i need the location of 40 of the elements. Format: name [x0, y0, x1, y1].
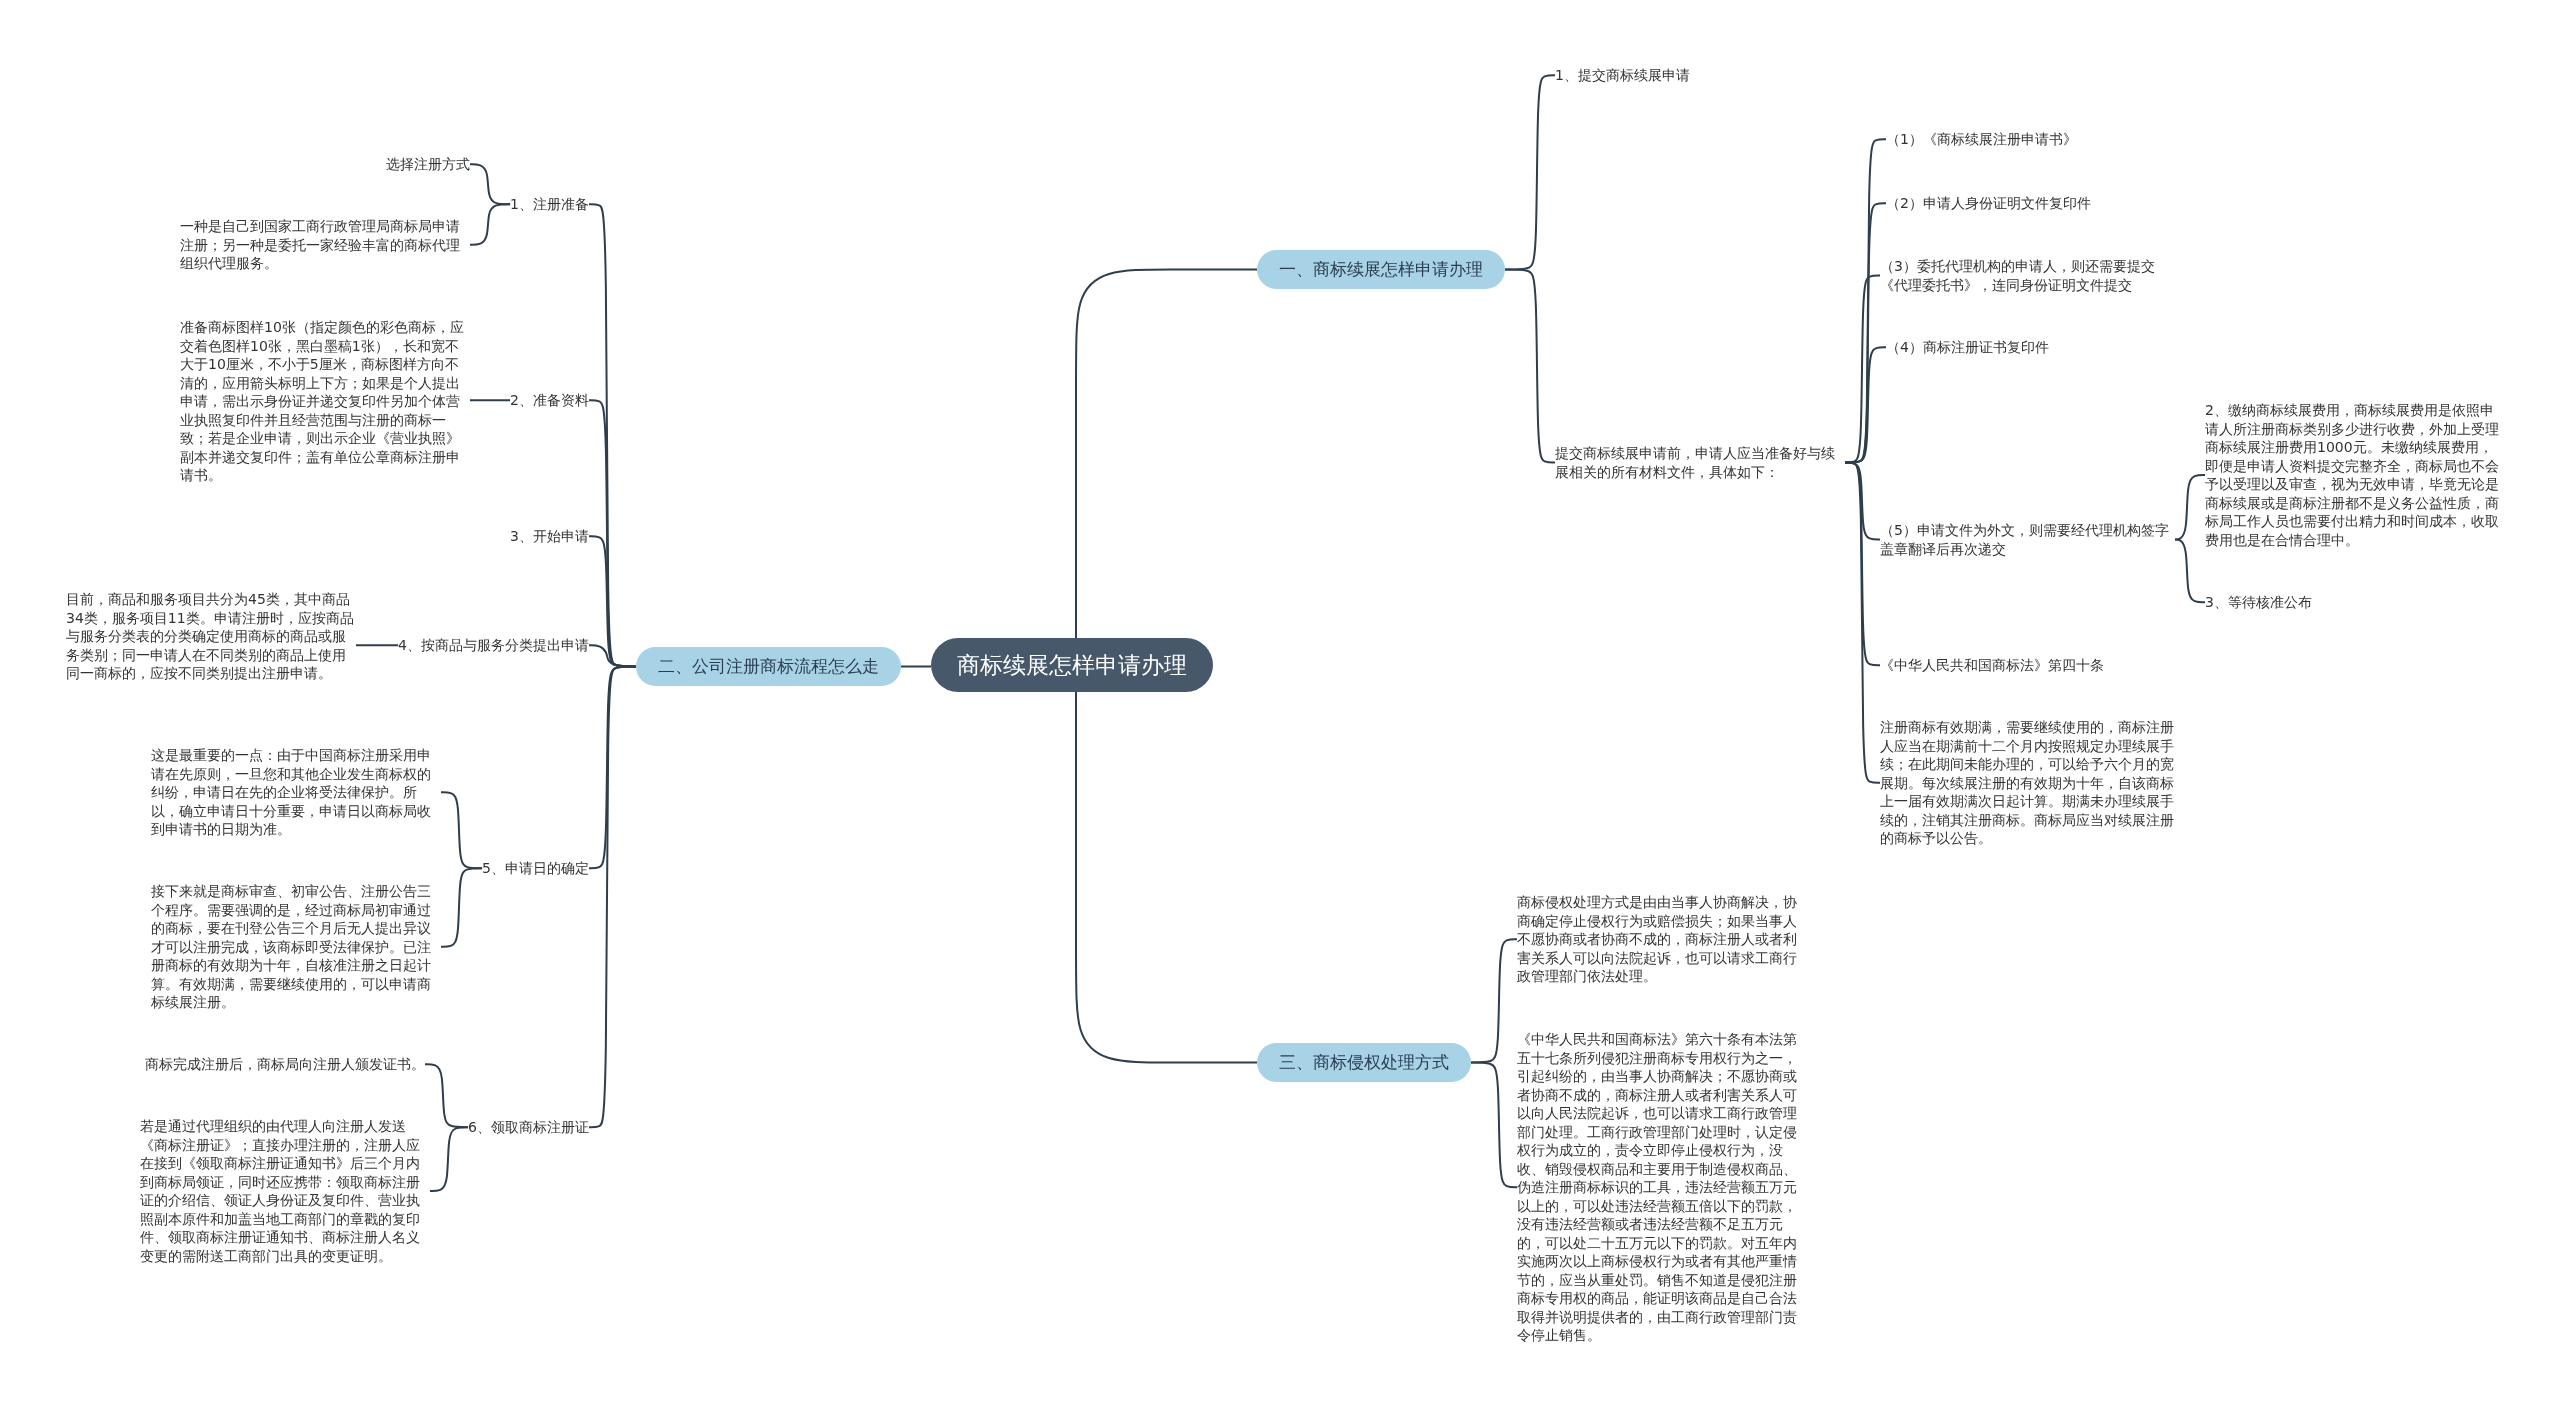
- connector-line: [2174, 474, 2206, 541]
- topic-text: 商标完成注册后，商标局向注册人颁发证书。: [145, 1055, 425, 1074]
- connector-line: [1844, 274, 1881, 464]
- connector-line: [469, 203, 512, 246]
- topic-text: （5）申请文件为外文，则需要经代理机构签字盖章翻译后再次递交: [1880, 521, 2175, 558]
- topic-text: 这是最重要的一点：由于中国商标注册采用申请在先原则，一旦您和其他企业发生商标权的纠纷，申请日在先的企业将受法律保护。所以，确立申请日十分重要，申请日以商标局收到申请书的日期为准。: [151, 746, 441, 839]
- connector-line: [1075, 691, 1258, 1064]
- topic-text: 3、开始申请: [510, 527, 589, 546]
- connector-line: [469, 399, 512, 402]
- topic-text: 2、缴纳商标续展费用，商标续展费用是依照申请人所注册商标类别多少进行收费，外加上受理商标续展注册费用1000元。未缴纳续展费用，即便是申请人资料提交完整齐全，商标局也不会予以受理以及审查，视为无效申请，毕竟无论是商标续展或是商标注册都不是义务公益性质，商标局工作人员也需要付出精力和时间成本，收取费用也是在合情合理中。: [2205, 401, 2505, 549]
- topic-text: 目前，商品和服务项目共分为45类，其中商品34类，服务项目11类。申请注册时，应按商品与服务分类表的分类确定使用商标的商品或服务类别；同一申请人在不同类别的商品上使用同一商标的，应按不同类别提出注册申请。: [66, 590, 356, 683]
- central-topic-node: 商标续展怎样申请办理: [931, 638, 1213, 692]
- topic-text: 注册商标有效期满，需要继续使用的，商标注册人应当在期满前十二个月内按照规定办理续展手续；在此期间未能办理的，可以给予六个月的宽展期。每次续展注册的有效期为十年，自该商标上一届有效期满次日起计算。期满未办理续展手续的，注销其注册商标。商标局应当对续展注册的商标予以公告。: [1880, 718, 2175, 848]
- topic-text: 选择注册方式: [386, 155, 470, 174]
- topic-text: 5、申请日的确定: [482, 859, 589, 878]
- branch-topic-pill: 二、公司注册商标流程怎么走: [636, 647, 901, 686]
- connector-line: [1075, 268, 1258, 639]
- topic-text: 商标侵权处理方式是由由当事人协商解决，协商确定停止侵权行为或赔偿损失；如果当事人不愿协商或者协商不成的，商标注册人或者利害关系人可以向法院起诉，也可以请求工商行政管理部门依法处理。: [1517, 893, 1807, 986]
- connector-line: [2174, 538, 2206, 604]
- topic-text: 接下来就是商标审查、初审公告、注册公告三个程序。需要强调的是，经过商标局初审通过的商标，要在刊登公告三个月后无人提出异议才可以注册完成，该商标即受法律保护。已注册商标的有效期为十年，自核准注册之日起计算。有效期满，需要继续使用的，可以申请商标续展注册。: [151, 882, 441, 1012]
- topic-text: 若是通过代理组织的由代理人向注册人发送《商标注册证》；直接办理注册的，注册人应在接到《领取商标注册证通知书》后三个月内到商标局领证，同时还应携带：领取商标注册证的介绍信、领证人身份证及复印件、营业执照副本原件和加盖当地工商部门的章戳的复印件、领取商标注册证通知书、商标注册人名义变更的需附送工商部门出具的变更证明。: [140, 1117, 430, 1265]
- topic-text: 3、等待核准公布: [2205, 593, 2312, 612]
- topic-text: （2）申请人身份证明文件复印件: [1886, 194, 2091, 213]
- topic-text: 1、注册准备: [510, 195, 589, 214]
- topic-text: 6、领取商标注册证: [468, 1118, 589, 1137]
- topic-text: 《中华人民共和国商标法》第四十条: [1880, 656, 2104, 675]
- topic-text: （3）委托代理机构的申请人，则还需要提交《代理委托书》，连同身份证明文件提交: [1880, 257, 2175, 294]
- topic-text: 准备商标图样10张（指定颜色的彩色商标，应交着色图样10张，黑白墨稿1张），长和宽不大于10厘米，不小于5厘米，商标图样方向不清的，应用箭头标明上下方；如果是个人提出申请，需出示身份证并递交复印件另加个体营业执照复印件并且经营范围与注册的商标一致；若是企业申请，则出示企业《营业执照》副本并递交复印件；盖有单位公章商标注册申请书。: [180, 318, 470, 485]
- branch-topic-pill: 三、商标侵权处理方式: [1257, 1043, 1471, 1082]
- topic-text: 1、提交商标续展申请: [1555, 66, 1690, 85]
- connector-line: [900, 665, 932, 668]
- topic-text: 4、按商品与服务分类提出申请: [398, 636, 589, 655]
- topic-text: 一种是自己到国家工商行政管理局商标局申请注册；另一种是委托一家经验丰富的商标代理组织代理服务。: [180, 217, 470, 273]
- branch-topic-pill: 一、商标续展怎样申请办理: [1257, 250, 1505, 289]
- topic-text: （1）《商标续展注册申请书》: [1886, 130, 2077, 149]
- topic-text: （4）商标注册证书复印件: [1886, 338, 2049, 357]
- topic-text: 提交商标续展申请前，申请人应当准备好与续展相关的所有材料文件，具体如下：: [1555, 444, 1845, 481]
- connector-line: [355, 644, 400, 647]
- topic-text: 2、准备资料: [510, 391, 589, 410]
- topic-text: 《中华人民共和国商标法》第六十条有本法第五十七条所列侵犯注册商标专用权行为之一，引起纠纷的，由当事人协商解决；不愿协商或者协商不成的，商标注册人或者利害关系人可以向人民法院起诉，也可以请求工商行政管理部门处理。工商行政管理部门处理时，认定侵权行为成立的，责令立即停止侵权行为，没收、销毁侵权商品和主要用于制造侵权商品、伪造注册商标标识的工具，违法经营额五万元以上的，可以处违法经营额五倍以下的罚款，没有违法经营额或者违法经营额不足五万元的，可以处二十五万元以下的罚款。对五年内实施两次以上商标侵权行为或者有其他严重情节的，应当从重处罚。销售不知道是侵犯注册商标专用权的商品，能证明该商品是自己合法取得并说明提供者的，由工商行政管理部门责令停止销售。: [1517, 1030, 1809, 1345]
